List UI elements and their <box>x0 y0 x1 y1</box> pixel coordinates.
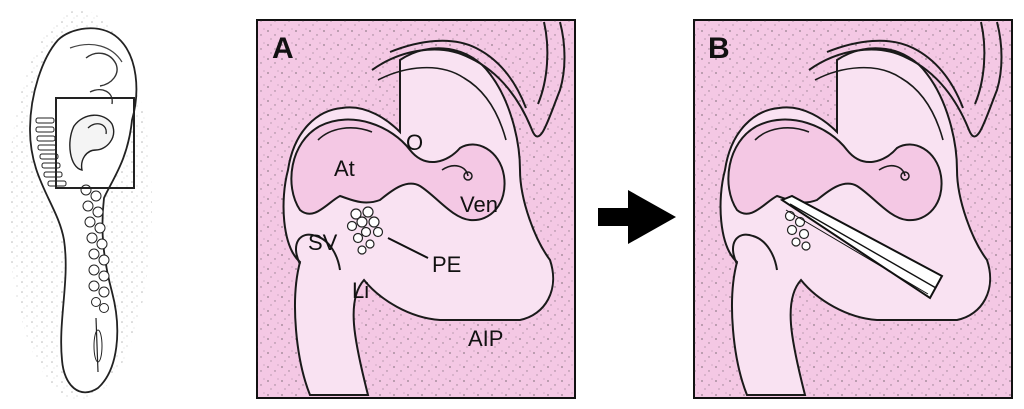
embryo-overview <box>8 10 152 400</box>
label-ven: Ven <box>460 192 498 217</box>
proepicardium-cluster <box>346 206 384 255</box>
panel-a-letter: A <box>272 32 294 65</box>
inset-box <box>55 97 135 189</box>
right-arrow-icon <box>598 190 676 244</box>
label-sv: SV <box>308 230 338 255</box>
barrier-strip <box>779 194 944 300</box>
label-pe: PE <box>432 252 461 277</box>
panel-b: B <box>693 19 1013 399</box>
panel-a: A O At Ven SV PE Li AIP <box>256 19 576 399</box>
label-o: O <box>406 130 423 155</box>
panel-b-letter: B <box>708 32 730 65</box>
label-li: Li <box>352 278 369 303</box>
label-aip: AIP <box>468 326 503 351</box>
proepicardium-cluster-b <box>784 210 811 251</box>
label-at: At <box>334 156 355 181</box>
